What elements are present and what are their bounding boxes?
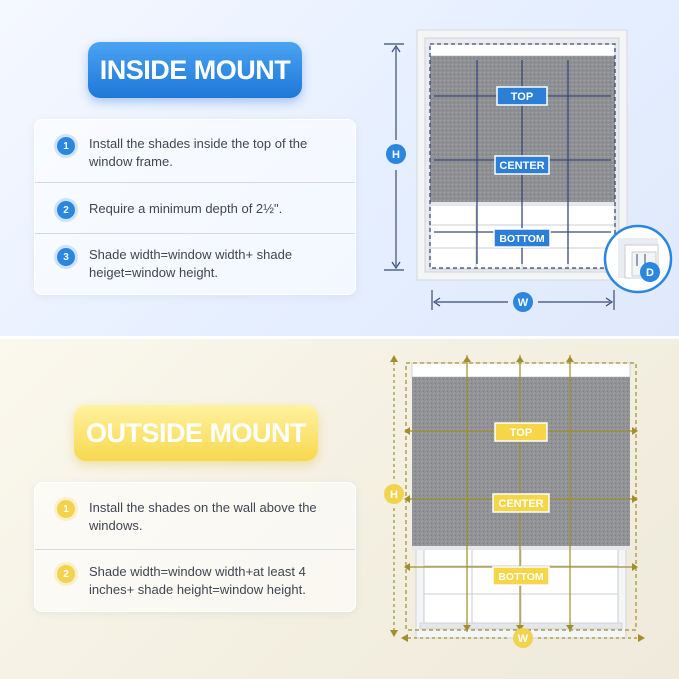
label-bottom: BOTTOM bbox=[498, 571, 544, 583]
inside-mount-title: INSIDE MOUNT bbox=[88, 42, 302, 98]
width-dimension bbox=[431, 290, 615, 310]
roller-headrail bbox=[429, 43, 616, 57]
step-number-badge: 2 bbox=[57, 565, 75, 583]
step-number-badge: 1 bbox=[57, 500, 75, 518]
label-center: CENTER bbox=[498, 498, 543, 510]
step-text: Install the shades inside the top of the… bbox=[89, 136, 308, 169]
label-center: CENTER bbox=[499, 160, 544, 172]
step-divider bbox=[35, 182, 355, 183]
step-text: Install the shades on the wall above the… bbox=[89, 500, 317, 533]
step-text: Shade width=window width+ shade heiget=w… bbox=[89, 247, 293, 280]
label-top-box bbox=[496, 86, 548, 106]
w-badge bbox=[513, 628, 533, 648]
shade-fabric bbox=[412, 377, 630, 547]
outside-mount-title: OUTSIDE MOUNT bbox=[74, 405, 318, 461]
inside-steps-card: 1 Install the shades inside the top of t… bbox=[34, 119, 356, 295]
label-bottom-box bbox=[493, 228, 551, 248]
h-label: H bbox=[392, 149, 400, 161]
step-divider bbox=[35, 549, 355, 550]
inside-mount-diagram: TOP CENTER BOTTOM H W D bbox=[384, 29, 673, 312]
w-badge bbox=[513, 292, 533, 312]
roller-headrail bbox=[411, 362, 631, 378]
step-text: Shade width=window width+at least 4 inch… bbox=[89, 564, 306, 597]
step-number-badge: 3 bbox=[57, 248, 75, 266]
label-bottom: BOTTOM bbox=[499, 233, 545, 245]
step-number-badge: 2 bbox=[57, 201, 75, 219]
label-center-box bbox=[494, 155, 550, 175]
depth-detail bbox=[603, 224, 673, 294]
step-text: Require a minimum depth of 2½". bbox=[89, 201, 283, 216]
section-divider bbox=[0, 336, 679, 339]
h-label: H bbox=[390, 489, 398, 501]
step-divider bbox=[35, 233, 355, 234]
label-top: TOP bbox=[510, 427, 532, 439]
label-center-box bbox=[492, 493, 550, 513]
label-top: TOP bbox=[511, 91, 533, 103]
d-badge bbox=[640, 262, 660, 282]
h-badge bbox=[384, 484, 404, 504]
h-badge bbox=[386, 144, 406, 164]
outside-mount-diagram: TOP CENTER BOTTOM H W bbox=[384, 355, 645, 648]
w-label: W bbox=[518, 633, 529, 645]
label-top-box bbox=[494, 422, 548, 442]
outside-steps-card: 1 Install the shades on the wall above t… bbox=[34, 482, 356, 612]
w-label: W bbox=[518, 297, 529, 309]
height-dimension bbox=[384, 43, 404, 271]
label-bottom-box bbox=[492, 566, 550, 586]
step-number-badge: 1 bbox=[57, 137, 75, 155]
d-label: D bbox=[646, 267, 654, 279]
